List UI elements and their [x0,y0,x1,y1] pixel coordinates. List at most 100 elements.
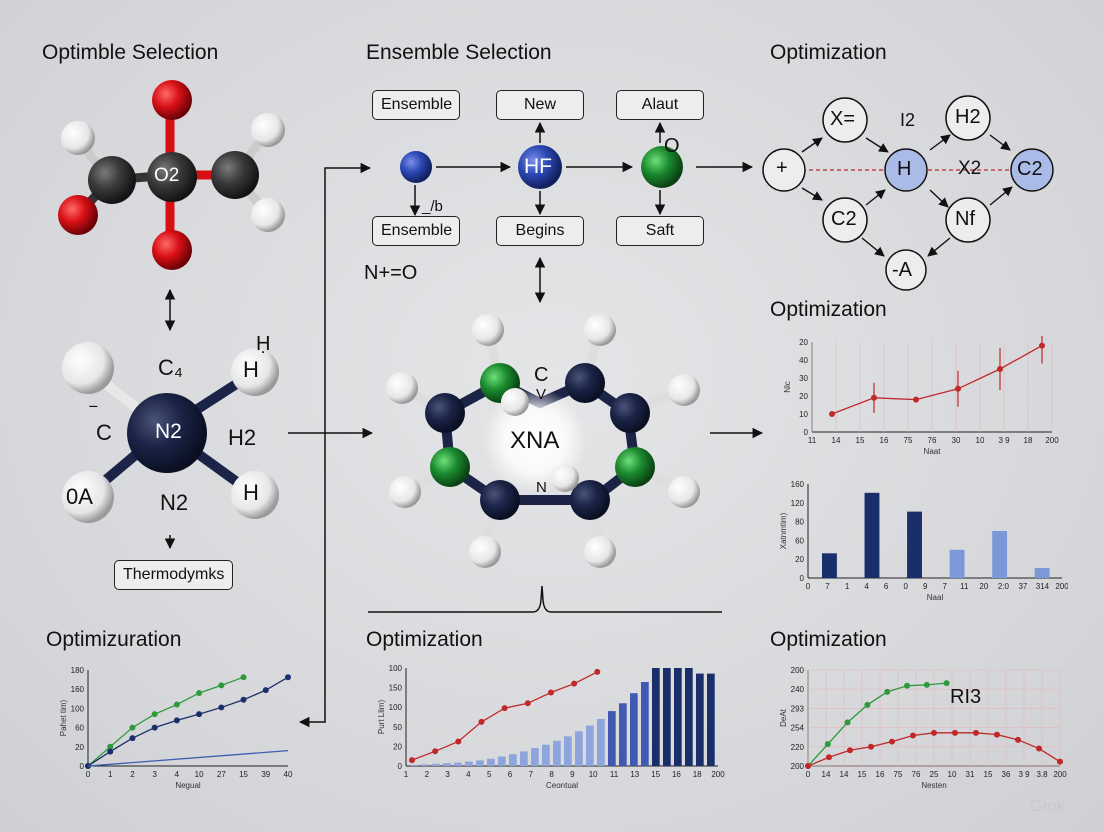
x-tick-label: 4 [175,770,180,779]
data-point [571,680,578,687]
ring-atom [480,480,520,520]
y-tick-label: 100 [71,704,85,713]
c-label: C₄ [158,355,183,380]
molecule-n2 [62,342,279,523]
x-tick-label: 2 [130,770,135,779]
x-tick-label: 11 [610,770,619,779]
x-tick-label: 31 [966,770,975,779]
x-tick-label: 2 [425,770,430,779]
x-tick-label: 3 [152,770,157,779]
h-label-top: H [243,357,259,382]
box-ensemble-top: Ensemble [372,90,460,120]
ring-atom [610,393,650,433]
x-tick-label: 5 [487,770,492,779]
data-point [547,689,554,696]
y-tick-label: 240 [791,685,805,694]
bar [949,549,965,578]
y-axis-label: Purt Llim) [377,700,386,735]
y-tick-label: 120 [791,499,805,508]
bar [564,736,572,766]
c-left-label: C [96,420,112,445]
x-tick-label: 15 [858,770,867,779]
series-line [87,749,289,767]
x-axis-label: Ceontual [546,781,578,790]
x-tick-label: 8 [549,770,554,779]
ring-atom [615,447,655,487]
data-point [240,696,247,703]
x-axis-label: Nesten [921,781,946,790]
data-point [196,711,203,718]
y-tick-label: 80 [795,518,804,527]
x-tick-label: 3 9 [1018,770,1030,779]
x-tick-label: 14 [840,770,849,779]
data-point [994,731,1000,738]
x-tick-label: 39 [261,770,270,779]
ring-atom [425,393,465,433]
hydrogen-atom [231,348,279,396]
nitrogen-atom [127,393,207,473]
bar [443,763,451,766]
y-axis-label: Pahet tim) [60,699,68,736]
oxygen-atom [152,230,192,270]
data-point [524,700,531,707]
x-tick-label: 27 [217,770,226,779]
oa-label: 0A [66,484,93,509]
x-tick-label: 7 [825,582,830,591]
x-tick-label: 40 [284,770,293,779]
y-tick-label: 50 [393,723,402,732]
data-point [847,747,853,754]
bar [822,553,837,578]
y-tick-label: 30 [799,374,808,383]
x-tick-label: 6 [508,770,513,779]
y-tick-label: 10 [799,410,808,419]
bar [597,718,605,766]
center-atom [147,152,197,202]
slash-b-label: _/b [422,198,443,215]
x-tick-label: 0 [86,770,91,779]
bar [476,760,484,766]
n2-bottom-label: N2 [160,490,189,515]
data-point [107,743,114,750]
data-point [409,757,415,764]
x-tick-label: 1 [108,770,113,779]
title-right-middle: Optimization [770,298,887,321]
ring-atom [565,363,605,403]
thermodynamics-box: Thermodymks [114,560,234,590]
y-tick-label: 180 [71,666,85,675]
x-tick-label: 1 [845,582,850,591]
title-right: Optimization [770,41,887,64]
bar [553,740,561,766]
y-axis-label: Xatnmtim) [779,512,788,549]
data-point [129,735,136,742]
box-begins: Begins [496,216,584,246]
data-point [1036,745,1042,752]
node-c2-left-label: C2 [831,208,857,230]
node-plus-label: + [776,157,788,179]
title-bottom-center: Optimization [366,628,483,651]
series-line [87,676,244,767]
bar [509,754,517,766]
data-point [455,738,462,745]
series-line [831,345,1043,415]
x-tick-label: 7 [943,582,948,591]
x-tick-label: 76 [912,770,921,779]
connector-line [298,162,372,728]
x-tick-label: 1 [404,770,409,779]
x-tick-label: 18 [1024,436,1033,445]
c-left-mark: ‾ [90,405,97,427]
i2-label: I2 [900,110,916,130]
bar [619,703,627,766]
data-point [913,396,919,403]
bar [575,731,583,766]
ring-n-label: N [536,479,547,496]
x-tick-label: 10 [195,770,204,779]
x-tick-label: 75 [894,770,903,779]
bar [685,668,693,766]
bar [465,761,473,766]
data-point [129,724,136,731]
hydrogen-atom [251,113,285,147]
